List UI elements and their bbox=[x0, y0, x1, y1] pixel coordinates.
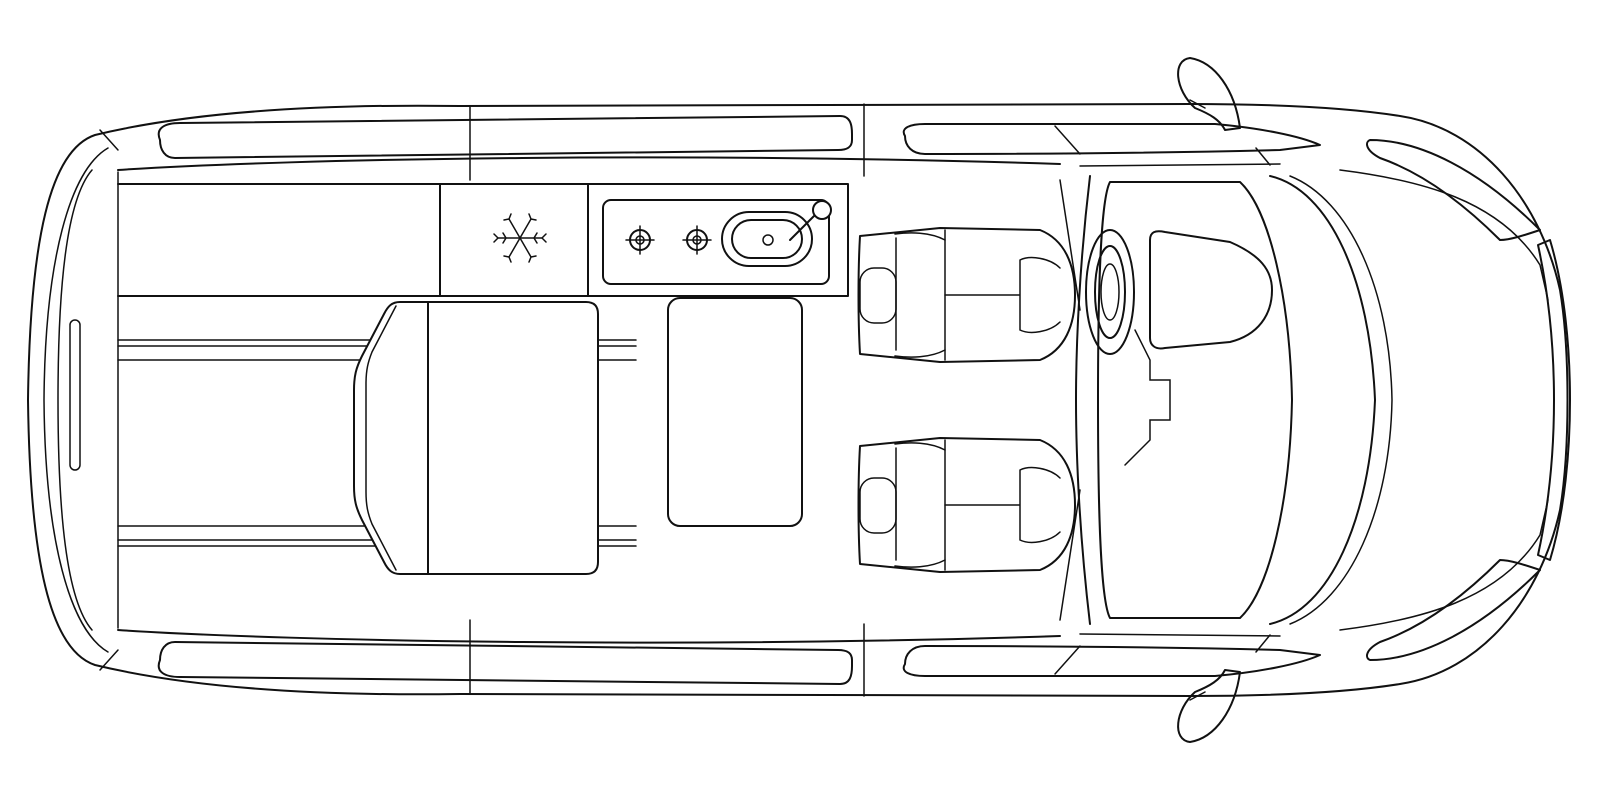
dashboard-console bbox=[1124, 230, 1273, 466]
front-hood bbox=[1255, 139, 1571, 661]
side-windows-top bbox=[157, 115, 1321, 159]
mirror-top bbox=[1177, 57, 1241, 131]
rear-bench-seat bbox=[353, 301, 599, 575]
kitchen-counter bbox=[117, 183, 849, 297]
cab-area bbox=[1059, 163, 1293, 637]
snowflake-icon bbox=[493, 213, 547, 263]
burner-icon bbox=[682, 225, 712, 255]
seat-icon-passenger bbox=[857, 437, 1076, 573]
side-windows-bottom bbox=[157, 641, 1321, 685]
sink-icon bbox=[721, 211, 813, 267]
faucet-icon bbox=[789, 200, 832, 241]
steering-wheel-icon bbox=[1085, 229, 1135, 355]
seat-icon-driver bbox=[857, 227, 1076, 363]
mirror-bottom bbox=[1177, 669, 1241, 743]
van-body bbox=[27, 103, 1569, 697]
table bbox=[667, 297, 803, 527]
burner-icon bbox=[625, 225, 655, 255]
